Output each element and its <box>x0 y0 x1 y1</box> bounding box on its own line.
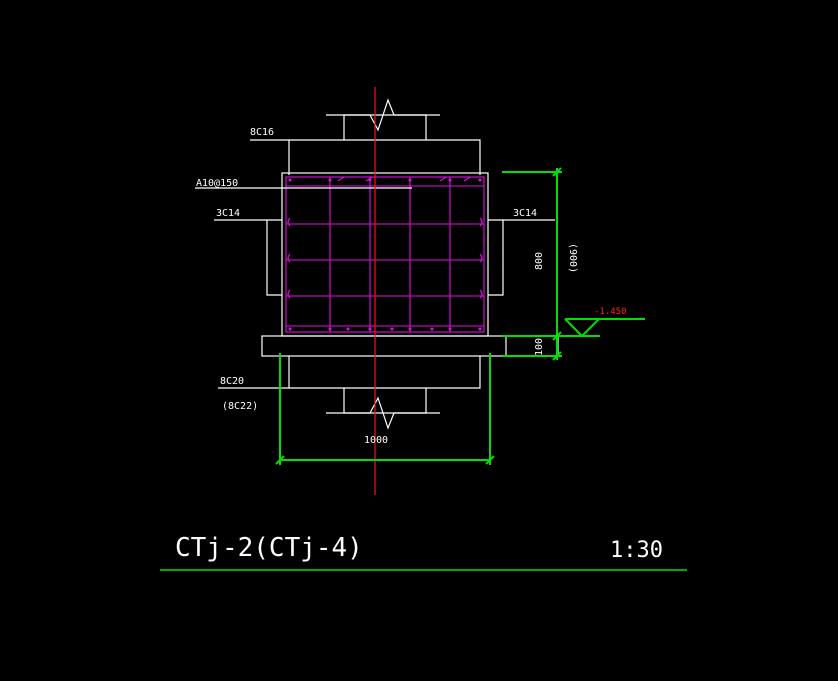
rebar-dots <box>288 178 482 331</box>
dimension-lines <box>275 167 645 465</box>
upper-column <box>288 98 481 175</box>
label-bottom-bars-alt: (8C22) <box>222 401 258 412</box>
cap-outline <box>281 172 489 337</box>
rebar-cage <box>285 176 485 333</box>
label-stirrup: A10@150 <box>196 178 238 189</box>
label-side-bars-left: 3C14 <box>216 208 240 219</box>
label-top-bars: 8C16 <box>250 127 274 138</box>
drawing-scale: 1:30 <box>610 538 663 563</box>
base-pad <box>261 335 559 357</box>
leader-lines <box>195 139 555 389</box>
dim-width-text: 1000 <box>364 435 388 446</box>
lower-pile <box>288 356 481 430</box>
drawing-title: CTj-2(CTj-4) <box>175 533 363 563</box>
label-bottom-bars: 8C20 <box>220 376 244 387</box>
dim-height-alt-text: (900) <box>567 243 578 273</box>
elevation-text: -1.450 <box>594 307 627 317</box>
dim-height-text: 800 <box>534 252 545 270</box>
cap-side-steps <box>266 219 504 296</box>
label-side-bars-right: 3C14 <box>513 208 537 219</box>
dim-pad-text: 100 <box>534 338 545 356</box>
